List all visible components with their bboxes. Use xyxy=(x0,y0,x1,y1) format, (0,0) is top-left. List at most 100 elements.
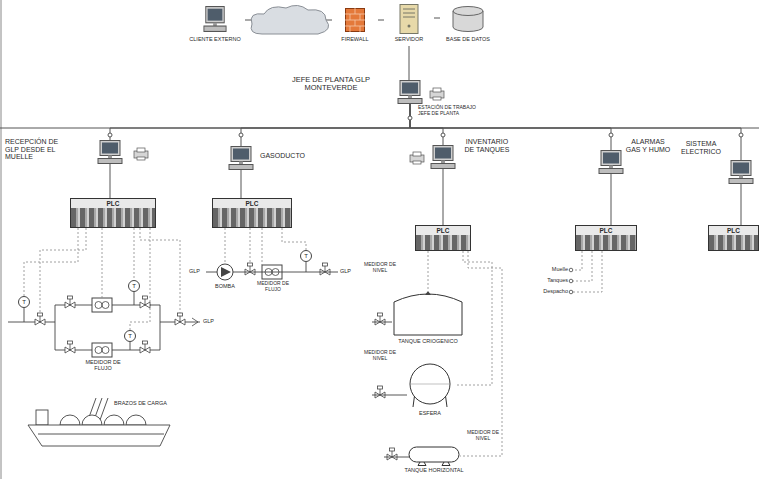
flow-meter-symbol xyxy=(92,265,282,357)
frame-line xyxy=(1,0,2,479)
signal-connector xyxy=(130,228,150,330)
workstation: ALARMAS GAS Y HUMO xyxy=(598,150,624,174)
node-label: JEFE DE PLANTA GLP MONTEVERDE xyxy=(275,76,387,93)
part-label: GLP xyxy=(340,268,356,274)
valve-symbol xyxy=(387,448,397,460)
node-label: TANQUE HORIZONTAL xyxy=(394,467,474,473)
valve-symbol xyxy=(65,341,75,353)
network-bus xyxy=(239,133,243,137)
flow-meter-symbol xyxy=(92,343,112,357)
workstation-icon xyxy=(397,80,423,104)
signal-wire xyxy=(573,251,582,270)
signal-wire xyxy=(102,228,103,298)
alarm-terminal xyxy=(569,268,573,272)
valve-symbol xyxy=(245,263,255,275)
ship-illustration xyxy=(100,398,108,420)
node-label: FIREWALL xyxy=(332,36,378,42)
reception-piping xyxy=(8,322,55,323)
network-connector xyxy=(110,164,111,198)
part-label: Tanques xyxy=(528,277,568,283)
frame-line xyxy=(1,0,2,479)
pipeline xyxy=(372,322,392,323)
workstation: GASODUCTO xyxy=(228,146,254,170)
network-bus xyxy=(0,116,759,137)
valve-symbol xyxy=(375,386,385,398)
valve-symbol xyxy=(175,313,185,325)
node-label: BASE DE DATOS xyxy=(440,36,496,42)
pipeline xyxy=(306,262,307,272)
signal-connector xyxy=(428,251,429,290)
firewall-icon-icon xyxy=(345,8,365,32)
workstation: RECEPCIÓN DE GLP DESDE EL MUELLE xyxy=(97,140,123,164)
valve-symbol xyxy=(35,313,45,325)
node-label: T xyxy=(124,333,136,340)
signal-wire xyxy=(573,251,602,292)
temperature-instrument: T xyxy=(128,280,140,292)
pump-symbol xyxy=(217,264,233,280)
temperature-instrument: T xyxy=(18,296,30,308)
plc-rack: PLC xyxy=(415,225,471,251)
node-label: TANQUE CRIOGENICO xyxy=(388,338,468,344)
reception-piping xyxy=(130,342,131,350)
network-bus xyxy=(441,133,445,137)
part-label: Muelle xyxy=(528,266,568,272)
node-label: CLIENTE EXTERNO xyxy=(185,36,245,42)
valve-symbol xyxy=(140,341,150,353)
flow-meter-symbol xyxy=(92,298,112,312)
reception-piping xyxy=(55,305,56,350)
database-icon: BASE DE DATOS xyxy=(440,4,496,46)
node-label: ESFERA xyxy=(395,410,465,416)
node-label: PLC xyxy=(213,199,291,208)
ship-illustration xyxy=(60,415,146,425)
network-connector xyxy=(409,46,410,80)
server-icon-icon xyxy=(397,4,421,34)
signal-connector xyxy=(134,228,135,280)
network-cloud xyxy=(251,5,329,34)
network-connector xyxy=(410,104,611,150)
node-label: GASODUCTO xyxy=(260,152,320,160)
reception-piping xyxy=(134,292,135,305)
alarm-terminal xyxy=(569,279,573,283)
network-connector xyxy=(241,170,242,198)
sphere-tank-icon xyxy=(405,362,455,408)
alarm-terminal xyxy=(569,290,573,294)
part-label: MEDIDOR DE NIVEL xyxy=(360,350,400,361)
network-connector xyxy=(110,104,410,140)
network-connector xyxy=(378,20,384,21)
cryogenic-tank-icon xyxy=(392,290,464,336)
network-cloud xyxy=(251,5,329,34)
ship-illustration xyxy=(28,425,170,446)
signal-wire xyxy=(262,228,263,265)
sphere-tank: ESFERA xyxy=(405,362,455,408)
workstation-icon xyxy=(598,150,624,174)
signal-wire xyxy=(573,251,592,281)
reception-piping xyxy=(8,292,200,350)
client-computer-icon xyxy=(203,6,227,32)
node-label: T xyxy=(128,283,140,290)
node-label: SERVIDOR xyxy=(384,36,434,42)
signal-connector xyxy=(282,228,306,250)
pump-symbol xyxy=(221,267,231,277)
network-bus xyxy=(408,116,412,120)
workstation-icon xyxy=(430,145,456,169)
network-bus xyxy=(609,133,613,137)
server-icon: SERVIDOR xyxy=(384,4,434,46)
network-connector xyxy=(443,169,444,225)
part-label: MEDIDOR DE FLUJO xyxy=(256,281,290,292)
plc-rack: PLC xyxy=(212,198,292,228)
cryogenic-tank: TANQUE CRIOGENICO xyxy=(392,290,464,336)
flow-arrow xyxy=(192,318,198,326)
ship-illustration xyxy=(36,410,48,425)
network-bus xyxy=(108,133,112,137)
reception-piping xyxy=(24,308,25,322)
node-label: T xyxy=(300,253,312,260)
part-label: GLP xyxy=(189,268,205,274)
network-bus xyxy=(739,133,743,137)
signal-wire xyxy=(140,228,180,313)
printer-symbol xyxy=(134,88,444,164)
valve-symbol xyxy=(140,296,150,308)
firewall-icon: FIREWALL xyxy=(332,6,378,46)
